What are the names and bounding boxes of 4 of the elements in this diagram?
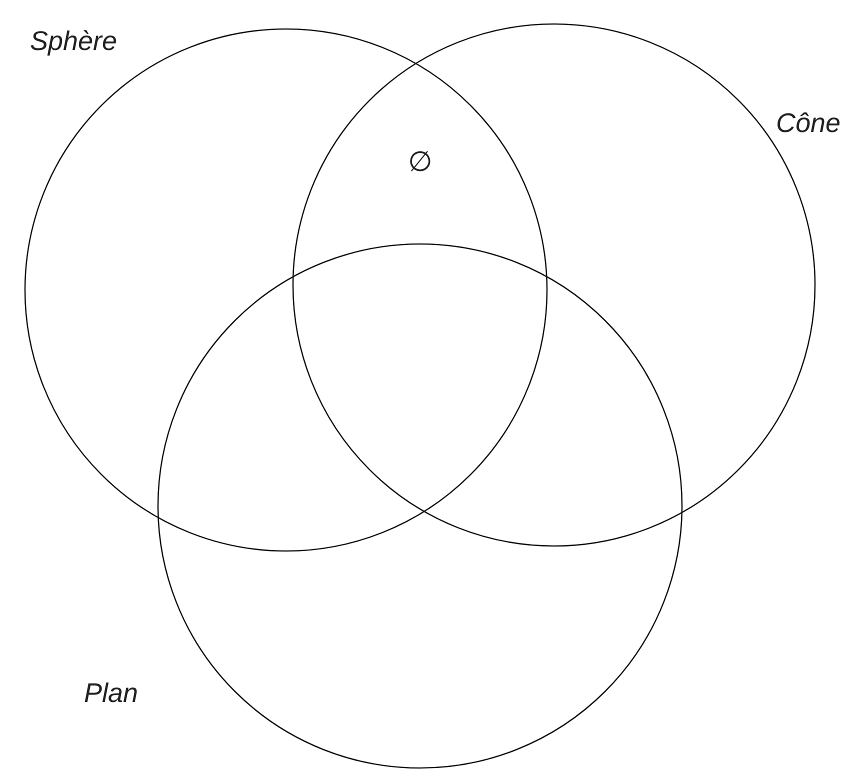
- set-label: Cône: [776, 110, 841, 137]
- empty-set-symbol: ∅: [408, 148, 432, 176]
- set-label: Plan: [84, 680, 138, 707]
- set-label: Sphère: [30, 28, 118, 55]
